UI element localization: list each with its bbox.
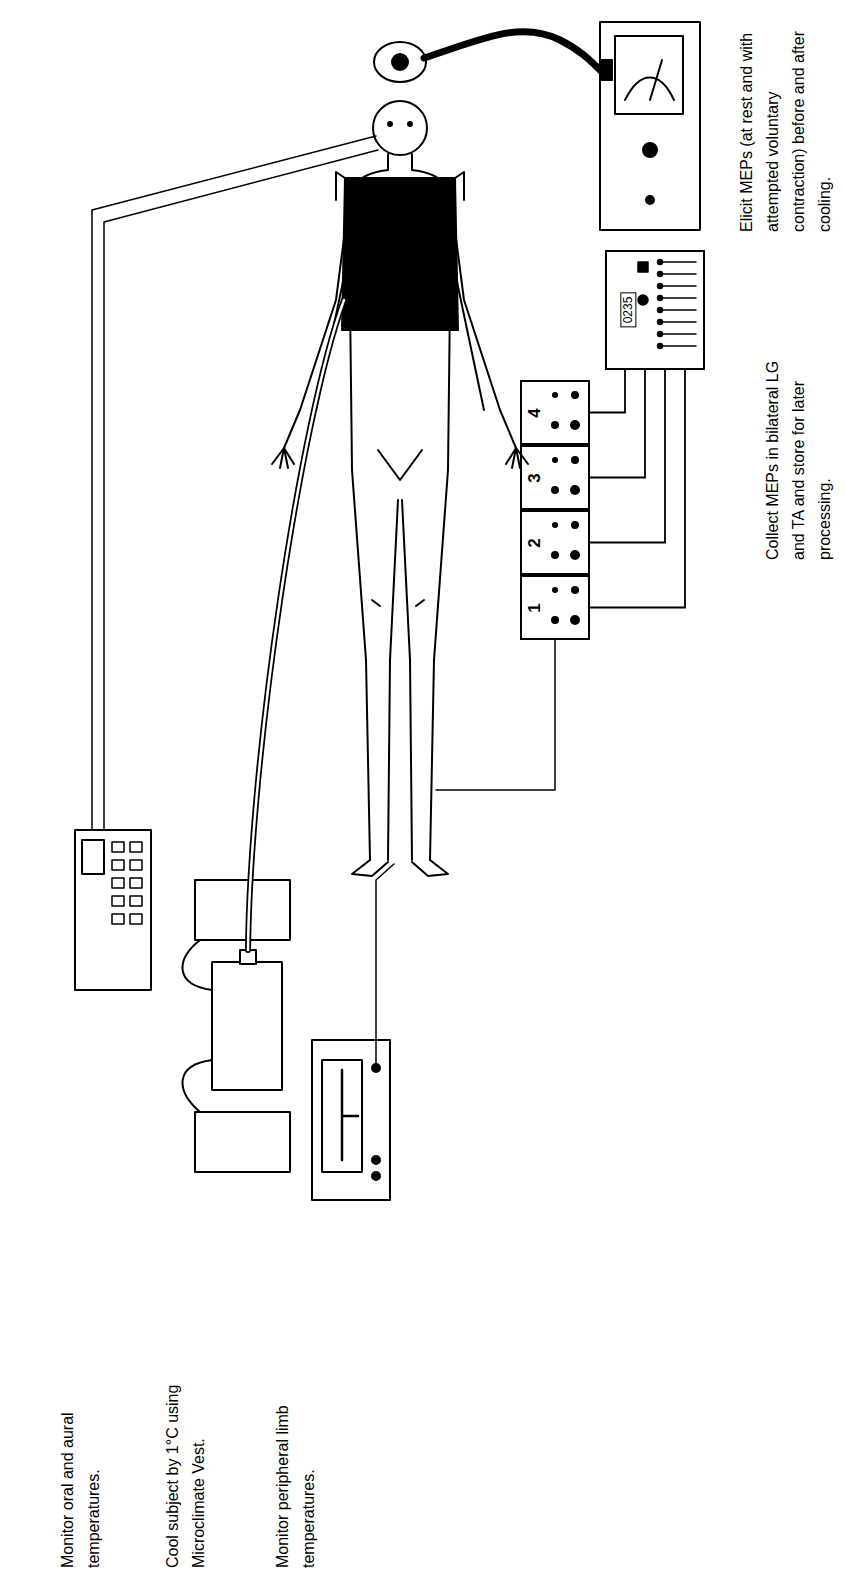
limb-temperature-meter (312, 864, 394, 1200)
amplifier-module: 4 (520, 380, 590, 445)
step-text: Collect MEPs in bilateral LG and TA and … (760, 348, 838, 560)
channel-number: 3 (525, 473, 545, 482)
signal-wire (590, 370, 625, 413)
signal-wire (590, 370, 685, 608)
recorder-box: 0235 (605, 250, 705, 370)
subject-figure (272, 101, 528, 876)
step-label: Collect MEPs in bilateral LG and TA and … (760, 348, 838, 560)
step-text: Monitor peripheral limb temperatures. (270, 1393, 322, 1568)
cooling-vest (342, 178, 458, 330)
channel-number: 4 (525, 408, 545, 417)
amplifier-module: 1 (520, 575, 590, 640)
magnetic-stimulator (600, 22, 700, 230)
amplifier-module: 3 (520, 445, 590, 510)
channel-number: 1 (525, 603, 545, 612)
step-label: Elicit MEPs (at rest and with attempted … (734, 17, 838, 232)
counter-display: 0235 (620, 293, 636, 328)
step-label: Monitor oral and aural temperatures. (55, 1398, 107, 1568)
amplifier-module: 2 (520, 510, 590, 575)
signal-wire (590, 370, 665, 543)
signal-wire (590, 370, 645, 478)
oral-aural-thermometer (75, 136, 378, 990)
step-label: Cool subject by 1°C using Microclimate V… (160, 1383, 212, 1568)
recorder-detail (638, 260, 696, 349)
step-text: Cool subject by 1°C using Microclimate V… (160, 1383, 212, 1568)
step-label: Monitor peripheral limb temperatures. (270, 1393, 322, 1568)
amplifier-sockets (551, 391, 580, 625)
stimulation-coil (374, 32, 602, 82)
step-text: Elicit MEPs (at rest and with attempted … (734, 17, 838, 232)
step-text: Monitor oral and aural temperatures. (55, 1398, 107, 1568)
electrode-lead (436, 640, 555, 790)
channel-number: 2 (525, 538, 545, 547)
